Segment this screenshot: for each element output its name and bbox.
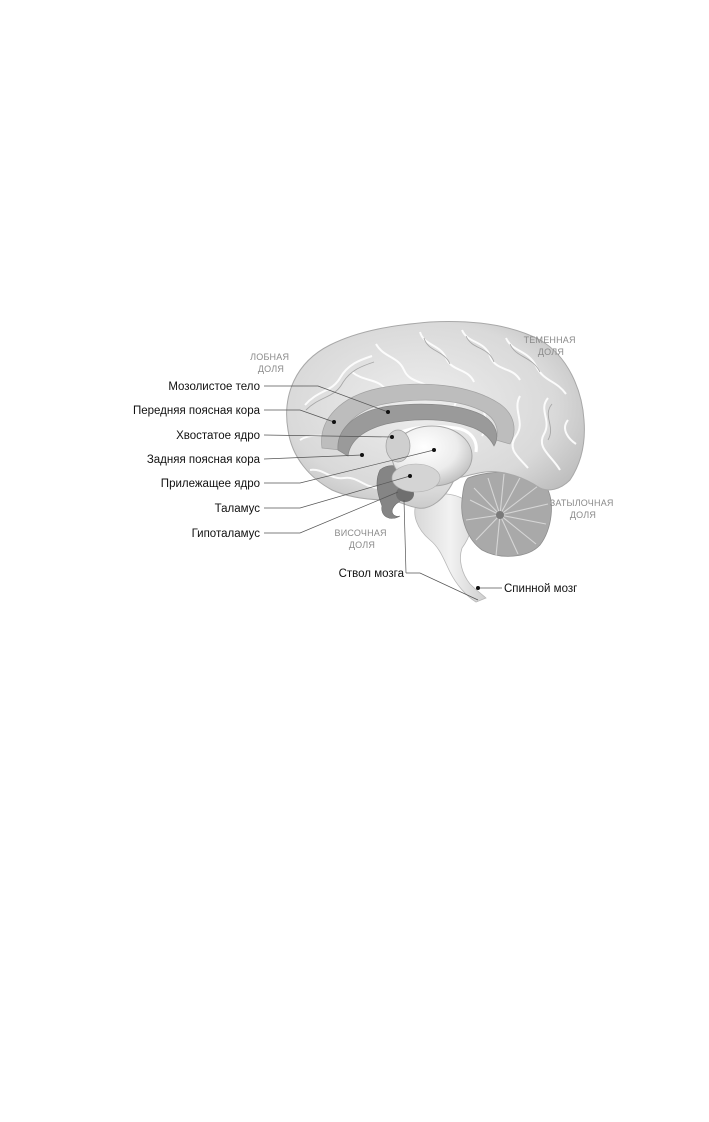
label-thalamus: Таламус — [215, 503, 261, 515]
leader-lines — [263, 385, 502, 601]
cingulate-gyrus — [321, 383, 515, 451]
lobe-temporal: ВИСОЧНАЯ ДОЛЯ — [335, 528, 390, 550]
label-spinal-cord: Спинной мозг — [504, 583, 577, 595]
label-corpus-callosum: Мозолистое тело — [168, 381, 260, 393]
cerebellum — [461, 471, 552, 557]
lobe-parietal: ТЕМЕННАЯ ДОЛЯ — [524, 335, 579, 357]
label-brainstem: Ствол мозга — [339, 568, 405, 580]
label-caudate: Хвостатое ядро — [176, 430, 260, 442]
label-posterior-cingulate: Задняя поясная кора — [147, 454, 261, 466]
caudate-shape — [385, 429, 411, 463]
lobe-frontal: ЛОБНАЯ ДОЛЯ — [250, 352, 292, 374]
label-accumbens: Прилежащее ядро — [161, 478, 260, 490]
lobe-occipital: ЗАТЫЛОЧНАЯ ДОЛЯ — [550, 498, 617, 520]
corpus-callosum-shape — [337, 403, 498, 457]
pointer-dots — [332, 410, 480, 590]
label-anterior-cingulate: Передняя поясная кора — [133, 405, 261, 417]
label-hypothalamus: Гипоталамус — [192, 528, 261, 540]
